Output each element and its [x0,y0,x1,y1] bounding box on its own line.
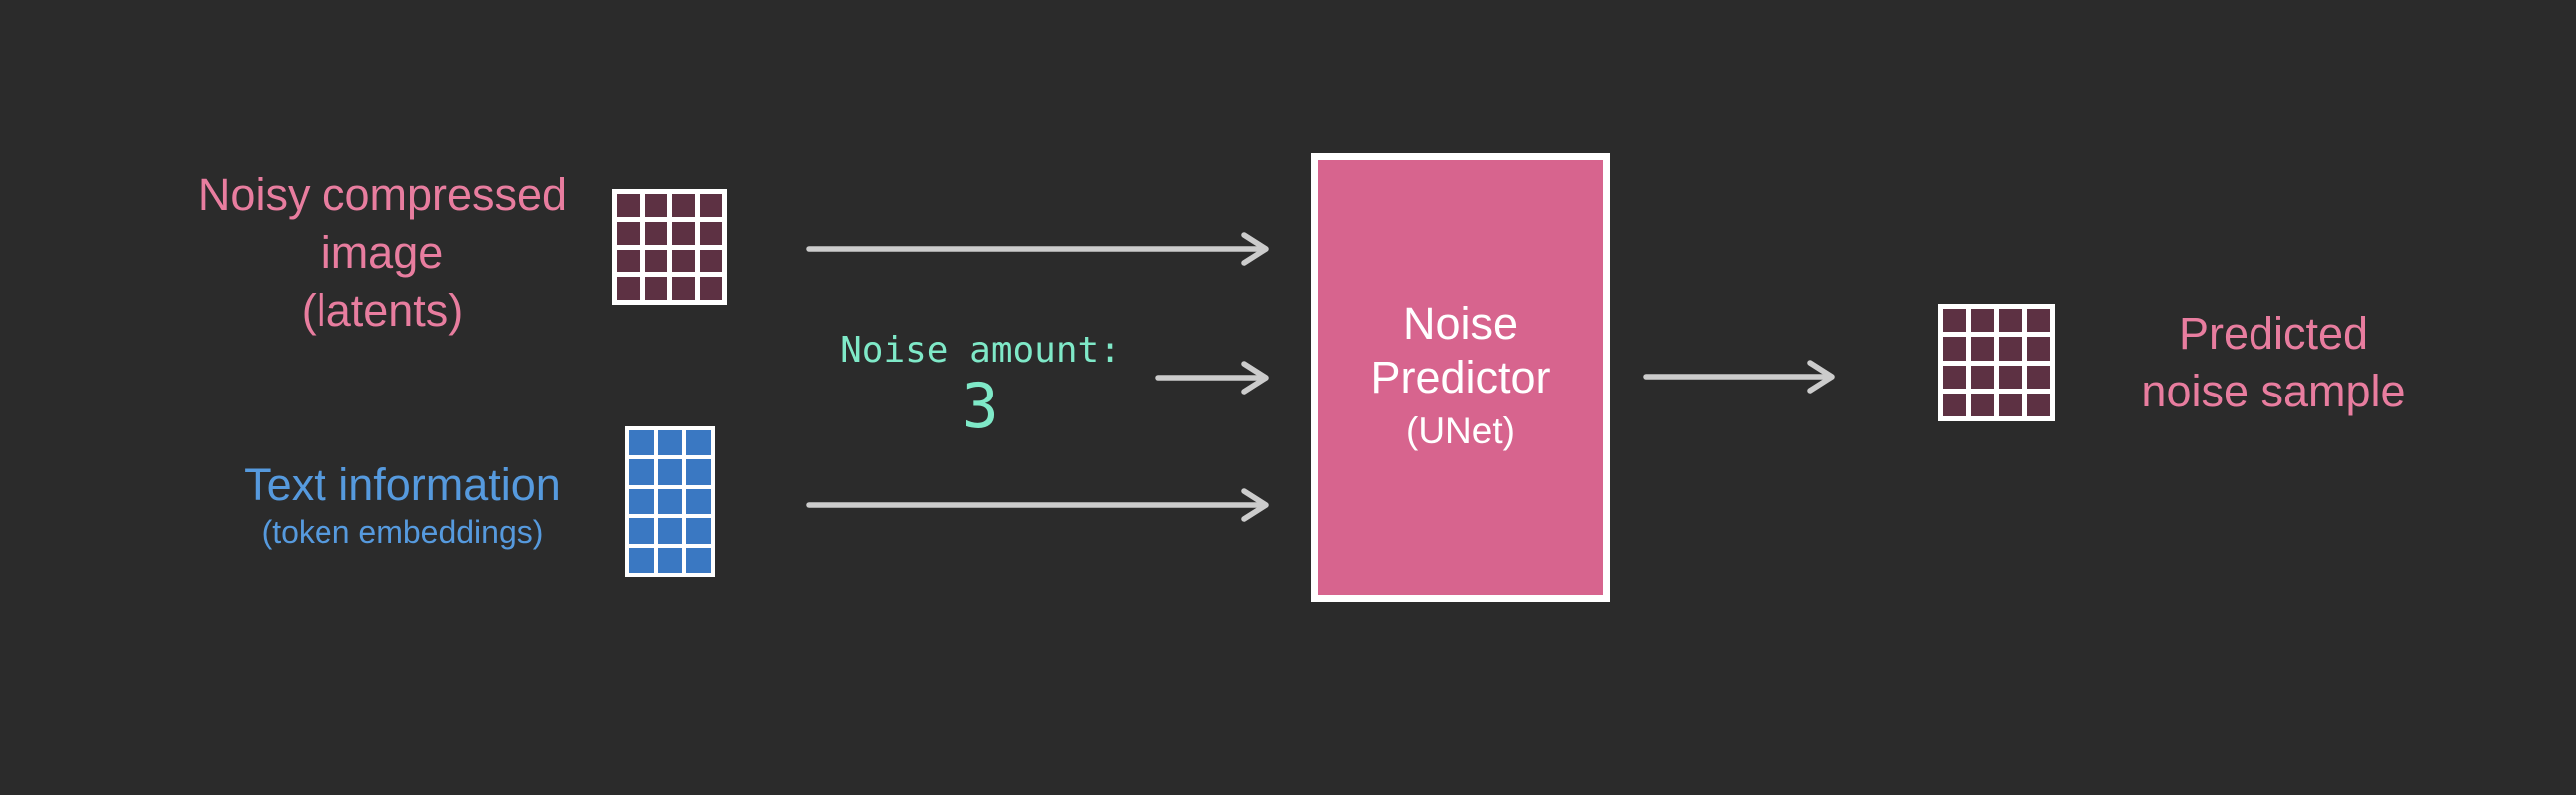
predictor-title-line2: Predictor [1370,352,1551,402]
grid-cell [1999,365,2022,389]
grid-cell [686,488,711,515]
grid-cell [1971,309,1994,333]
grid-cell [1943,309,1966,333]
grid-cell [672,194,695,217]
grid-cell [1971,337,1994,361]
output-grid [1938,304,2055,421]
grid-cell [2027,309,2050,333]
grid-cell [629,488,654,515]
output-arrow [1643,360,1835,394]
output-label-line1: Predicted [2178,308,2369,359]
latents-label-line2: image [321,227,444,278]
grid-cell [699,277,722,300]
grid-cell [644,277,667,300]
grid-cell [644,194,667,217]
grid-cell [1943,337,1966,361]
grid-cell [617,277,640,300]
grid-cell [699,249,722,273]
noise-amount-value: 3 [962,370,999,442]
grid-cell [1999,309,2022,333]
grid-cell [1943,393,1966,416]
grid-cell [2027,365,2050,389]
grid-cell [1943,365,1966,389]
grid-cell [617,194,640,217]
text-info-arrow [806,488,1269,522]
grid-cell [1971,365,1994,389]
grid-cell [672,249,695,273]
grid-cell [686,518,711,544]
grid-cell [629,459,654,485]
grid-cell [617,221,640,245]
text-info-label-line2: (token embeddings) [261,514,544,550]
grid-cell [657,547,683,573]
grid-cell [699,221,722,245]
grid-cell [644,221,667,245]
latents-label-line3: (latents) [301,285,464,336]
text-info-label: Text information (token embeddings) [173,459,632,553]
grid-cell [657,488,683,515]
noise-amount-text: Noise amount: [840,330,1121,371]
text-info-grid [625,426,715,577]
grid-cell [657,459,683,485]
noise-amount-label: Noise amount: 3 [731,332,1230,437]
grid-cell [1999,393,2022,416]
grid-cell [1999,337,2022,361]
predictor-subtitle: (UNet) [1406,410,1515,451]
latents-arrow [806,232,1269,266]
grid-cell [629,547,654,573]
grid-cell [629,518,654,544]
grid-cell [657,430,683,456]
predictor-title-line1: Noise [1402,298,1519,349]
grid-cell [2027,393,2050,416]
grid-cell [644,249,667,273]
latents-grid [612,189,727,305]
grid-cell [617,249,640,273]
grid-cell [686,459,711,485]
text-info-label-line1: Text information [244,459,561,510]
grid-cell [672,221,695,245]
latents-label-line1: Noisy compressed [197,169,568,220]
grid-cell [686,547,711,573]
output-label: Predicted noise sample [2024,305,2523,420]
grid-cell [699,194,722,217]
grid-cell [657,518,683,544]
grid-cell [1971,393,1994,416]
latents-label: Noisy compressed image (latents) [153,166,612,340]
grid-cell [2027,337,2050,361]
grid-cell [686,430,711,456]
noise-predictor-box: Noise Predictor (UNet) [1311,153,1610,602]
grid-cell [672,277,695,300]
grid-cell [629,430,654,456]
output-label-line2: noise sample [2141,366,2406,416]
